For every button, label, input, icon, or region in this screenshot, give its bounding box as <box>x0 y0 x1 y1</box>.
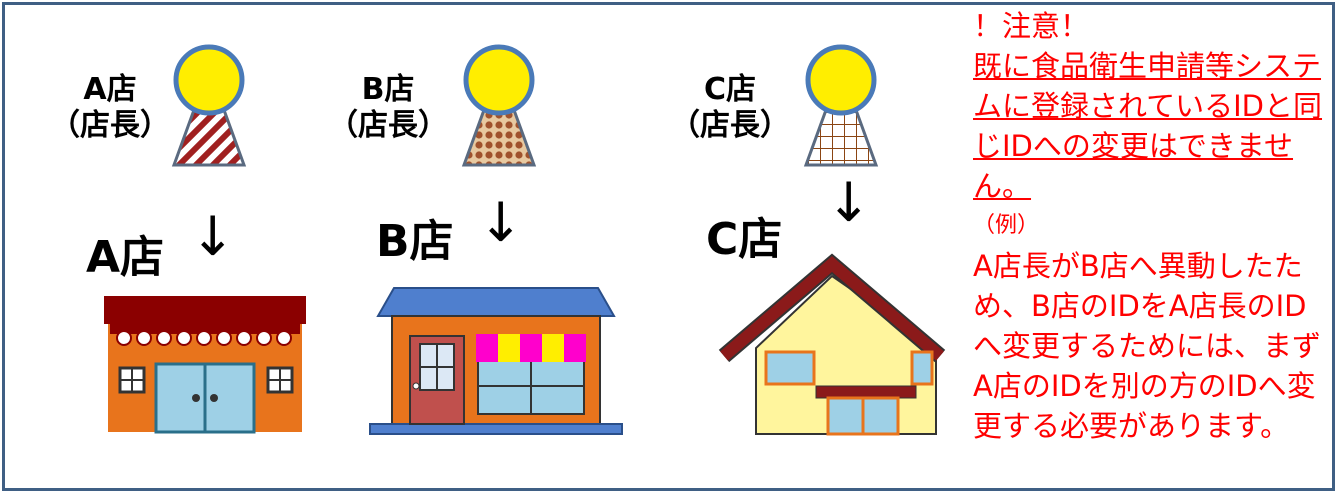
arrow-down-b-icon: ↓ <box>478 191 524 254</box>
store-c-manager-icon <box>803 44 879 167</box>
caution-warning: 既に食品衛生申請等システムに登録されているIDと同じIDへの変更はできません。 <box>973 49 1323 203</box>
arrow-down-a-icon: ↓ <box>190 205 236 268</box>
caution-title: ！注意！ <box>973 9 1090 43</box>
store-a-building-icon <box>104 296 306 434</box>
caution-example-label: （例） <box>973 213 1040 238</box>
store-c-label: C店 <box>706 214 783 265</box>
store-b-manager-label: B店 （店長） <box>328 72 448 143</box>
arrow-down-c-icon: ↓ <box>826 171 872 234</box>
store-c-manager-label: C店 （店長） <box>670 72 790 143</box>
store-c-building-icon <box>718 253 946 436</box>
store-b-manager-icon <box>461 44 537 167</box>
store-a-manager-label: A店 （店長） <box>50 72 170 143</box>
store-b-building-icon <box>369 287 623 435</box>
store-a-label: A店 <box>86 232 165 283</box>
store-b-label: B店 <box>376 216 454 267</box>
caution-example: A店長がB店へ異動したため、B店のIDをA店長のIDへ変更するためには、まずA店… <box>973 249 1322 443</box>
caution-note: ！注意！ 既に食品衛生申請等システムに登録されているIDと同じIDへの変更はでき… <box>973 6 1328 446</box>
store-a-manager-icon <box>171 44 247 167</box>
